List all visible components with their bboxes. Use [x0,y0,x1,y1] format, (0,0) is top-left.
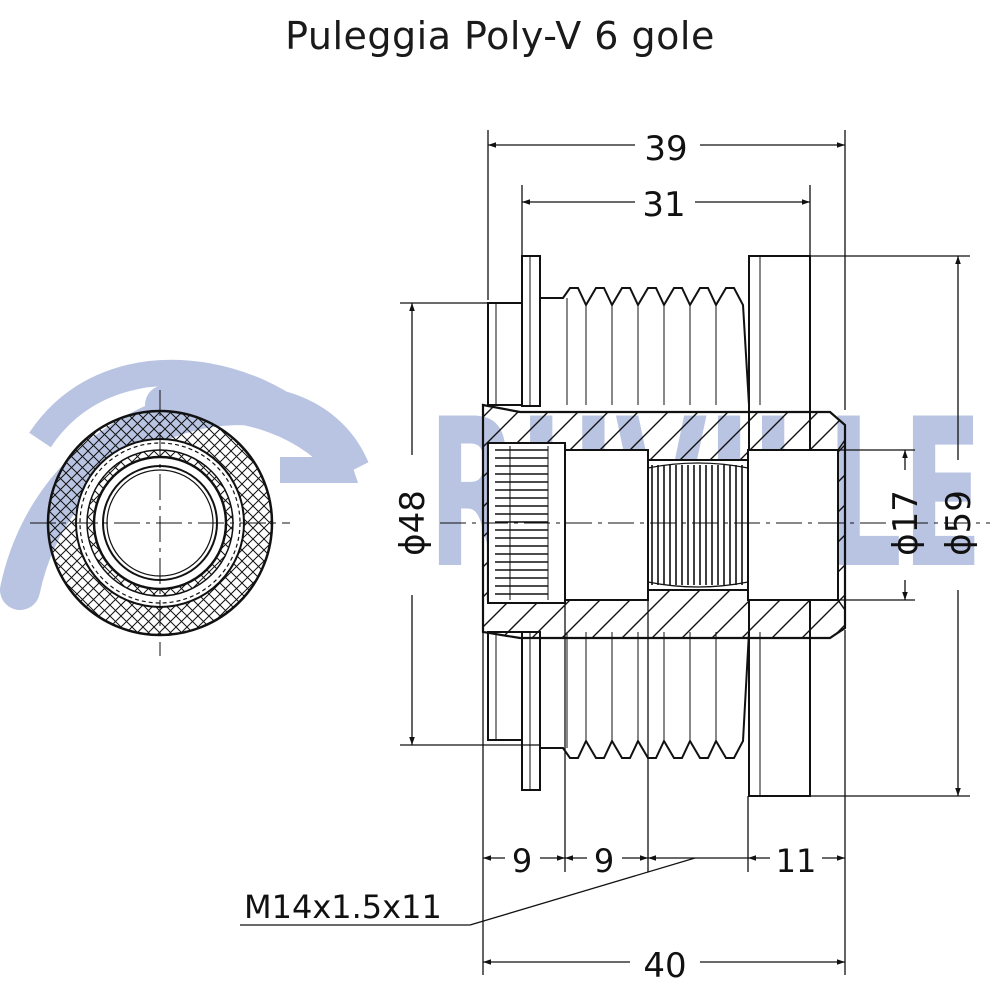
dim-11: 11 [776,842,817,880]
dim-diameter-59: ϕ59 [939,490,979,556]
drawing-title: Puleggia Poly-V 6 gole [285,14,715,58]
dim-39: 39 [644,129,687,169]
dimension-labels: 39 31 ϕ48 ϕ17 ϕ59 9 9 11 M14x1.5x11 40 [244,129,979,986]
right-bore [747,449,839,601]
left-flange-bottom [521,631,541,791]
dim-diameter-48: ϕ48 [393,490,433,556]
dim-40: 40 [643,946,686,986]
thread-pattern [647,462,749,588]
thread-bore [647,459,749,591]
groove-profile-bottom [539,631,750,759]
dim-9-middle: 9 [594,842,614,880]
dim-9-left: 9 [512,842,532,880]
hub-stub-bottom [487,631,523,741]
end-view [30,390,290,656]
section-view [440,255,990,797]
center-bore [564,449,649,601]
dim-31: 31 [642,185,685,225]
hub-stub-top [487,302,523,406]
dim-diameter-17: ϕ17 [886,490,926,556]
dimension-lines [240,130,970,975]
thread-spec: M14x1.5x11 [244,888,442,926]
